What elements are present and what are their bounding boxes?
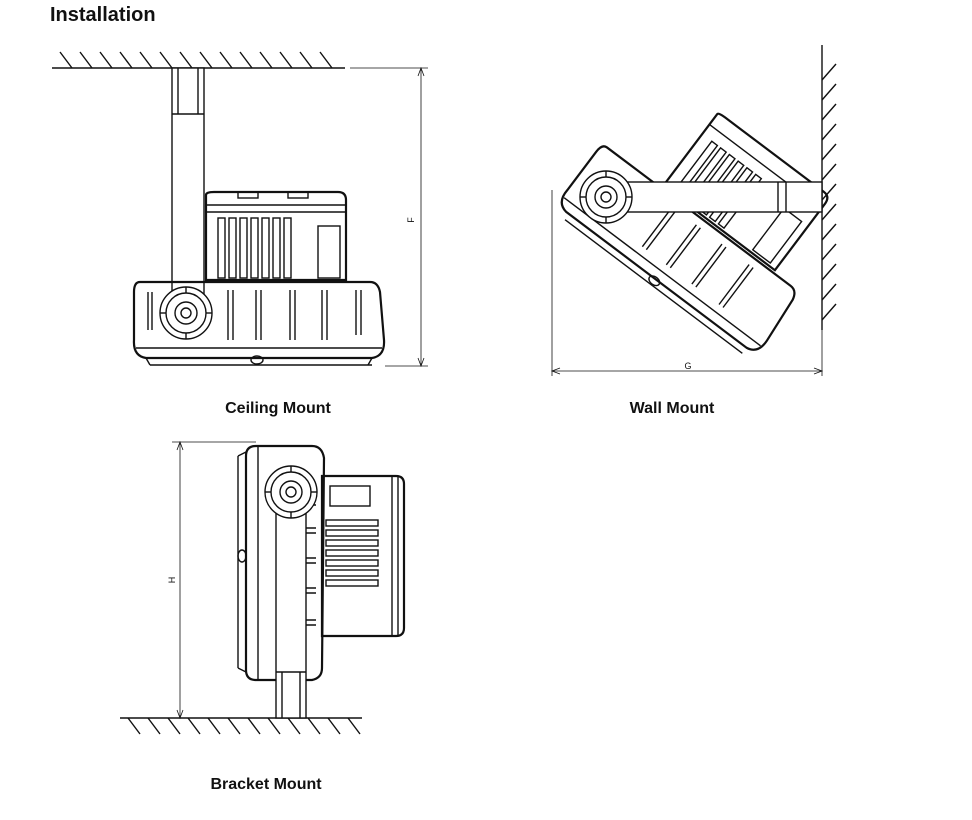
- caption-ceiling-mount: Ceiling Mount: [225, 400, 331, 417]
- ceiling-mount-drawing: F: [52, 51, 428, 368]
- wall-hinge-knob: [579, 170, 633, 224]
- dimension-label-h: H: [167, 577, 177, 584]
- floor-hatching: [127, 717, 361, 735]
- page-title: Installation: [50, 4, 156, 26]
- driver-fins: [217, 217, 341, 279]
- caption-wall-mount: Wall Mount: [629, 400, 715, 417]
- ceiling-hinge-knob: [159, 286, 213, 340]
- dimension-label-f: F: [406, 217, 416, 223]
- bracket-hinge-knob: [264, 465, 318, 519]
- ceiling-hatching: [59, 51, 333, 69]
- body-ribs: [147, 290, 362, 340]
- caption-bracket-mount: Bracket Mount: [210, 776, 322, 793]
- wall-hatching: [821, 63, 837, 321]
- wall-mount-drawing: G: [550, 45, 837, 376]
- dimension-label-g: G: [684, 361, 691, 371]
- bracket-mount-drawing: H: [120, 440, 406, 735]
